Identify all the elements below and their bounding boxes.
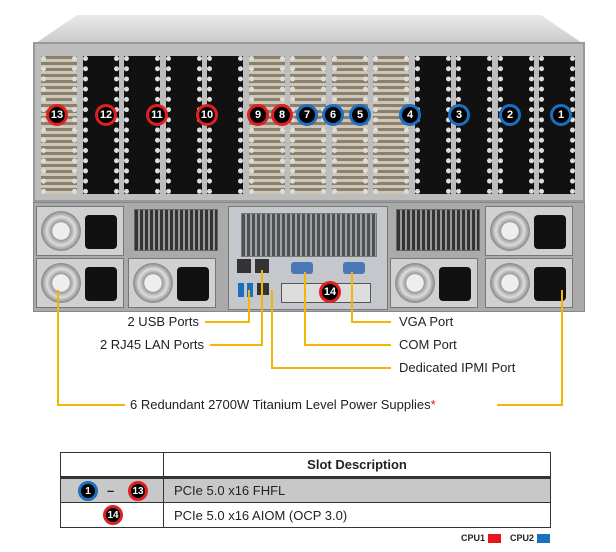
psu-label: 6 Redundant 2700W Titanium Level Power S… xyxy=(130,397,436,412)
slot-badge-11: 11 xyxy=(146,104,168,126)
pcie-slot xyxy=(414,56,451,194)
legend-cpu1-swatch xyxy=(488,533,502,543)
vent-grille xyxy=(134,209,218,251)
power-socket xyxy=(85,215,117,249)
slot-description: PCIe 5.0 x16 FHFL xyxy=(163,477,551,503)
legend-cpu2-label: CPU2 xyxy=(510,533,535,543)
vent-grille xyxy=(396,209,480,251)
lan-ports-label: 2 RJ45 LAN Ports xyxy=(99,337,204,352)
com-port xyxy=(291,262,313,274)
io-panel xyxy=(228,206,388,310)
pcie-slot xyxy=(207,56,243,194)
com-port-label: COM Port xyxy=(399,337,457,352)
callout-line xyxy=(271,290,273,368)
pcie-slot xyxy=(290,56,326,194)
vga-port-label: VGA Port xyxy=(399,314,454,329)
usb-port xyxy=(238,283,244,297)
table-row: 1 – 13 PCIe 5.0 x16 FHFL xyxy=(60,477,551,503)
legend-cpu1-label: CPU1 xyxy=(461,533,486,543)
callout-line xyxy=(304,344,391,346)
callout-line xyxy=(261,270,263,346)
slot-badge-3: 3 xyxy=(448,104,470,126)
power-socket xyxy=(439,267,471,301)
slot-badge-1: 1 xyxy=(550,104,572,126)
lan-port xyxy=(237,259,251,273)
slot-badge-7: 7 xyxy=(296,104,318,126)
slot-badge-2: 2 xyxy=(499,104,521,126)
power-supply xyxy=(485,258,573,308)
pcie-slot xyxy=(497,56,534,194)
slot-badge: 14 xyxy=(103,505,123,525)
fan-icon xyxy=(41,211,81,251)
pcie-slot xyxy=(165,56,202,194)
cpu-legend: CPU1 CPU2 xyxy=(461,533,551,543)
slot-badge-6: 6 xyxy=(322,104,344,126)
callout-line xyxy=(57,290,59,406)
vga-port xyxy=(343,262,365,274)
power-supply xyxy=(390,258,478,308)
psu-asterisk: * xyxy=(430,397,436,412)
lan-port xyxy=(255,259,269,273)
header-slot-description: Slot Description xyxy=(163,452,551,479)
callout-line xyxy=(205,321,250,323)
fan-icon xyxy=(490,211,530,251)
slot-badge-9: 9 xyxy=(247,104,269,126)
slot-description-table: Slot Description 1 – 13 PCIe 5.0 x16 FHF… xyxy=(60,452,551,528)
io-vent xyxy=(241,213,377,257)
callout-line xyxy=(351,321,391,323)
callout-line xyxy=(248,290,250,323)
slot-badge: 1 xyxy=(78,481,98,501)
header-blank xyxy=(60,452,164,479)
range-dash: – xyxy=(107,483,115,498)
power-supply xyxy=(128,258,216,308)
slot-badge: 13 xyxy=(128,481,148,501)
slot-badge-8: 8 xyxy=(271,104,293,126)
power-supply xyxy=(36,206,124,256)
callout-line xyxy=(57,404,125,406)
callout-line xyxy=(304,272,306,346)
table-header: Slot Description xyxy=(60,452,551,479)
psu-label-text: 6 Redundant 2700W Titanium Level Power S… xyxy=(130,397,431,412)
slot-cell: 14 xyxy=(60,502,164,528)
slot-badge-4: 4 xyxy=(399,104,421,126)
callout-line xyxy=(561,290,563,406)
fan-icon xyxy=(133,263,173,303)
callout-line xyxy=(271,367,391,369)
power-socket xyxy=(85,267,117,301)
slot-badge-12: 12 xyxy=(95,104,117,126)
power-socket xyxy=(534,215,566,249)
power-socket xyxy=(534,267,566,301)
slot-badge-14: 14 xyxy=(319,281,341,303)
slot-badge-10: 10 xyxy=(196,104,218,126)
chassis-top xyxy=(33,15,585,45)
power-socket xyxy=(177,267,209,301)
pcie-slot xyxy=(373,56,409,194)
power-supply xyxy=(485,206,573,256)
ipmi-port xyxy=(257,283,269,295)
slot-badge-5: 5 xyxy=(349,104,371,126)
slot-description: PCIe 5.0 x16 AIOM (OCP 3.0) xyxy=(163,502,551,528)
fan-icon xyxy=(41,263,81,303)
pcie-slot-bay xyxy=(33,42,585,202)
callout-line xyxy=(351,272,353,323)
legend-cpu2-swatch xyxy=(537,533,551,543)
slot-range-cell: 1 – 13 xyxy=(60,477,164,503)
callout-line xyxy=(497,404,563,406)
fan-icon xyxy=(490,263,530,303)
usb-ports-label: 2 USB Ports xyxy=(127,314,199,329)
slot-badge-13: 13 xyxy=(46,104,68,126)
callout-line xyxy=(210,344,263,346)
ipmi-port-label: Dedicated IPMI Port xyxy=(399,360,516,375)
fan-icon xyxy=(395,263,435,303)
table-row: 14 PCIe 5.0 x16 AIOM (OCP 3.0) xyxy=(60,502,551,528)
usb-port xyxy=(247,283,253,297)
power-supply xyxy=(36,258,124,308)
